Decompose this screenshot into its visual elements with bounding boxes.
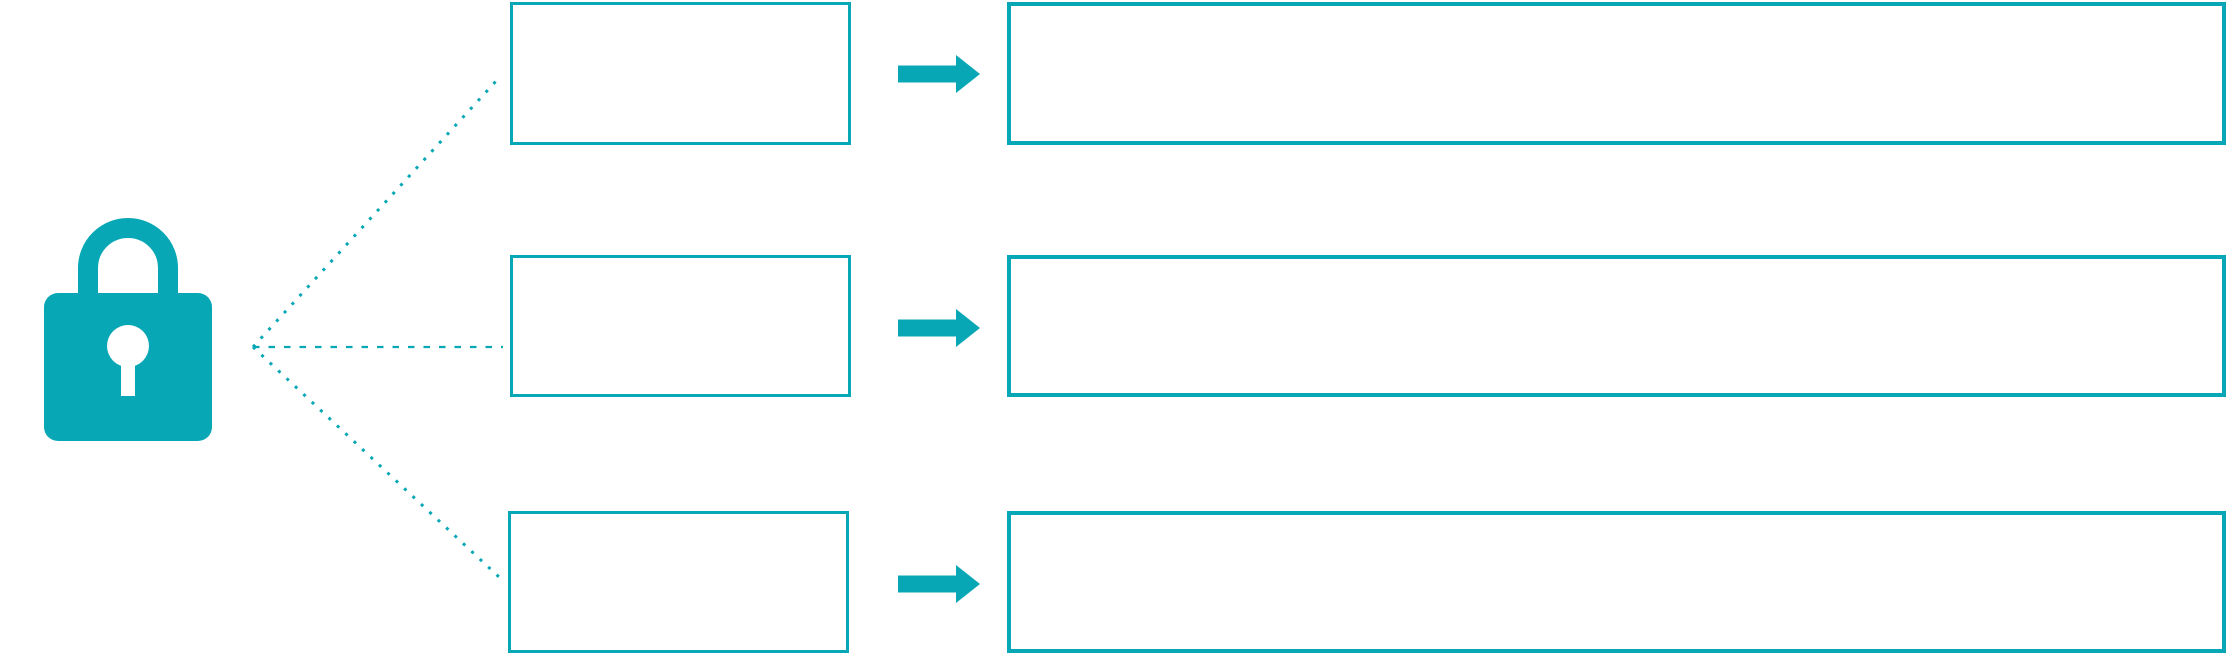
dotted-connector-top bbox=[251, 78, 499, 349]
keyhole-circle bbox=[107, 325, 149, 367]
row3-small-box bbox=[508, 511, 849, 653]
row3-large-box bbox=[1007, 511, 2226, 653]
right-arrow-icon bbox=[898, 565, 980, 603]
keyhole-stem bbox=[121, 360, 135, 396]
row2-large-box bbox=[1007, 255, 2226, 397]
lock-icon bbox=[44, 218, 212, 441]
row1-large-box bbox=[1007, 2, 2226, 145]
lock-shackle bbox=[78, 218, 178, 308]
row1-small-box bbox=[510, 2, 851, 145]
right-arrow-icon bbox=[898, 309, 980, 347]
dotted-connector-bottom bbox=[251, 345, 501, 579]
right-arrow-icon bbox=[898, 55, 980, 93]
row2-small-box bbox=[510, 255, 851, 397]
